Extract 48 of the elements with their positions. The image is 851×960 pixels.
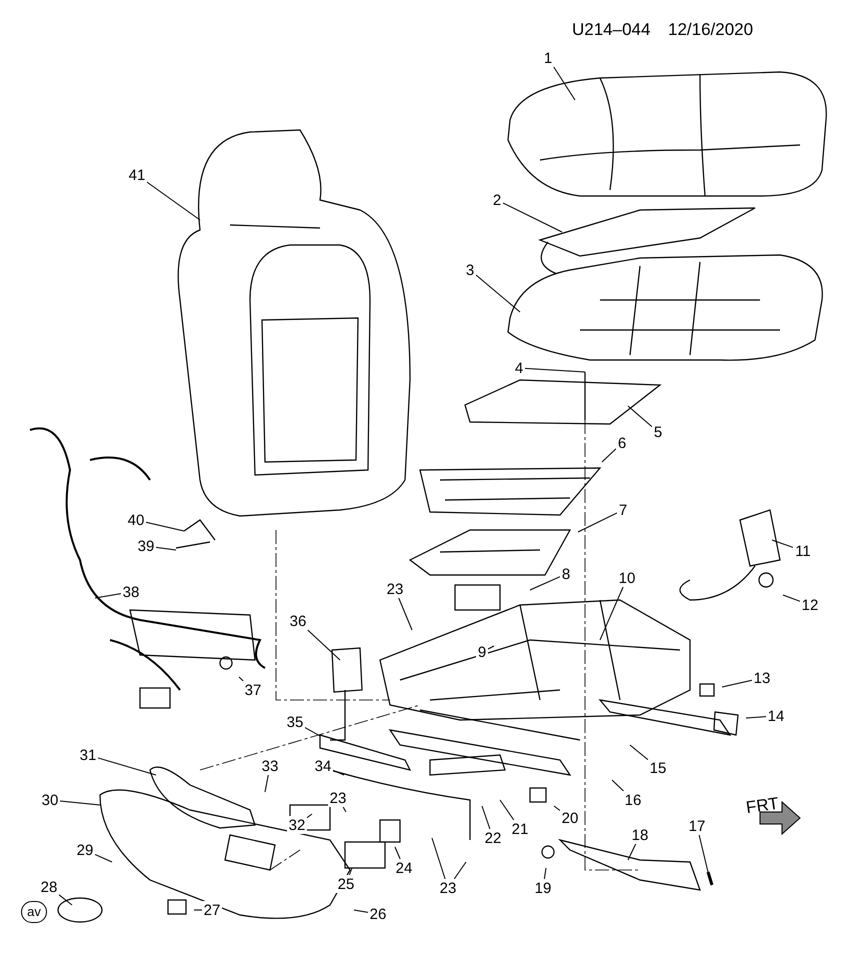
leader-line <box>156 546 176 550</box>
leader-line <box>772 540 794 548</box>
leader-line <box>698 834 708 872</box>
leader-line <box>628 844 636 860</box>
leader-line <box>578 512 618 532</box>
leader-line <box>354 910 368 913</box>
leader-line <box>58 894 72 906</box>
leader-line <box>398 598 412 630</box>
leader-line <box>454 862 466 880</box>
leader-line <box>524 368 586 372</box>
leader-line <box>146 522 184 532</box>
leader-line <box>600 586 624 640</box>
callout-number: 25 <box>336 875 356 893</box>
leader-line <box>722 680 752 688</box>
callout-number: 32 <box>287 816 307 834</box>
leader-line <box>482 806 490 830</box>
leader-line <box>304 727 320 736</box>
leader-line <box>500 800 514 820</box>
leader-line <box>602 448 616 462</box>
leader-line <box>342 806 346 812</box>
leader-line <box>553 66 576 100</box>
leader-line <box>530 576 560 590</box>
leader-line <box>628 406 652 428</box>
leader-line <box>306 814 312 818</box>
leader-line <box>476 274 520 312</box>
leader-line <box>432 838 446 880</box>
leader-line <box>264 774 269 792</box>
leader-line <box>630 744 648 760</box>
circled-label: av <box>21 901 47 923</box>
leader-line <box>612 780 624 792</box>
label-text: U214–044 <box>572 21 650 38</box>
leader-line <box>60 800 100 806</box>
leader-line <box>94 854 112 862</box>
leader-line <box>238 676 244 682</box>
leader-line <box>94 593 122 598</box>
leader-line <box>502 202 562 232</box>
leader-line <box>746 716 766 718</box>
label-text: FRT <box>744 794 780 816</box>
leader-line <box>146 182 200 220</box>
leader-line <box>782 594 800 602</box>
leader-line <box>554 806 560 811</box>
leader-line <box>98 757 156 776</box>
label-text: 12/16/2020 <box>668 21 754 38</box>
leader-line <box>394 846 401 860</box>
leader-line <box>332 770 344 776</box>
leader-line <box>544 868 546 880</box>
leader-line <box>348 868 352 876</box>
leader-line <box>307 630 340 660</box>
